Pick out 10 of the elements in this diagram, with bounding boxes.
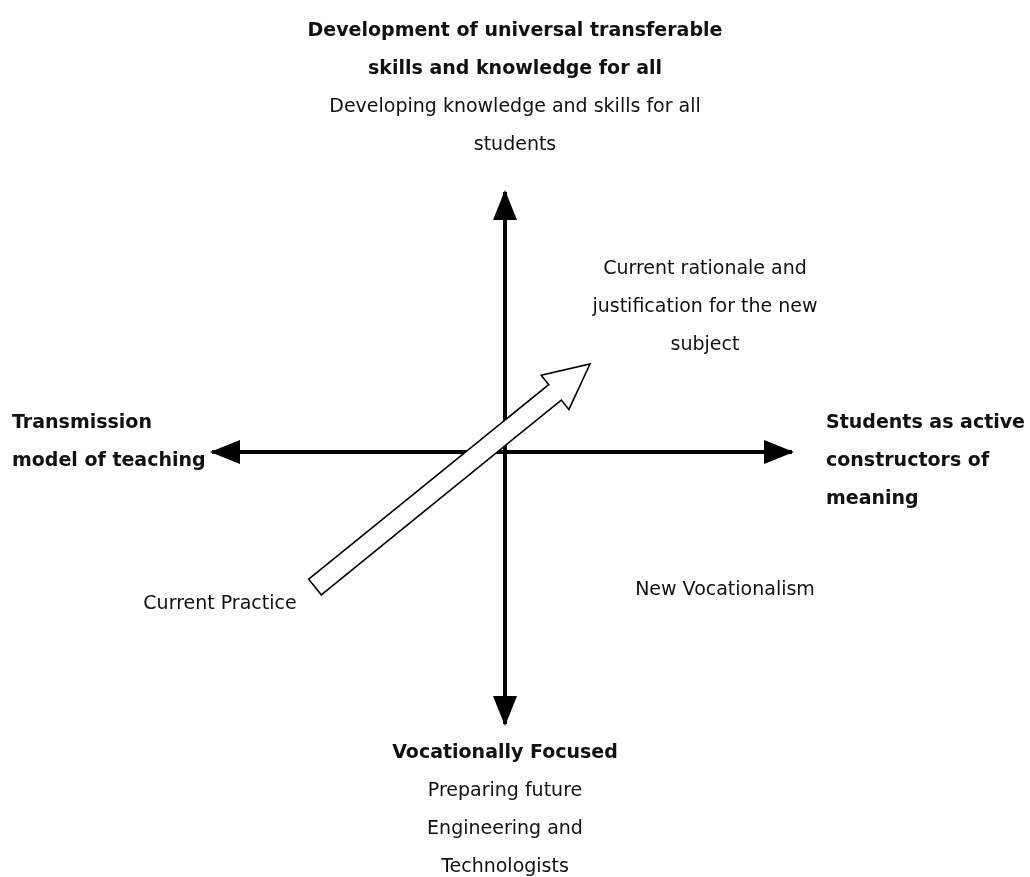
hollow-arrow <box>307 362 592 596</box>
quadrant-label: New Vocationalism <box>634 576 816 601</box>
axis-pole-heading: Students as active constructors of meaning <box>826 409 1026 510</box>
axis-pole-heading: Development of universal transferable skills and knowledge for all <box>306 17 724 80</box>
text-label: Current Practice <box>125 583 315 621</box>
axis-pole-description: Preparing future Engineering and Technologists <box>426 777 584 877</box>
axis-pole-heading: Vocationally Focused <box>391 739 619 764</box>
text-label: Current rationale and justification for the new subject <box>580 248 830 362</box>
axis-pole-description: Developing knowledge and skills for all students <box>328 93 702 156</box>
axis-pole-heading: Transmission model of teaching <box>12 409 207 472</box>
